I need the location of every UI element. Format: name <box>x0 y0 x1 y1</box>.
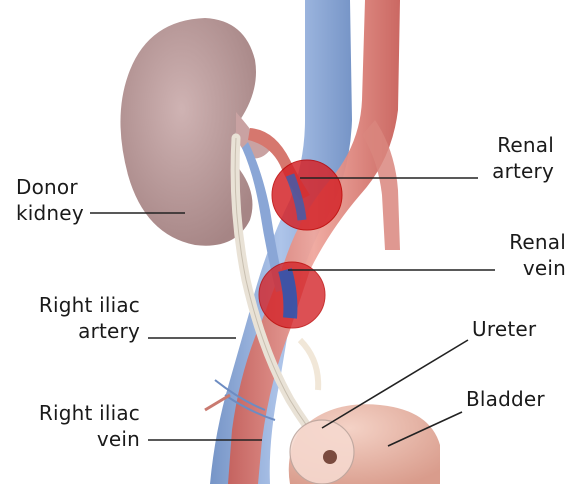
label-ureter: Ureter <box>472 316 536 342</box>
label-right-iliac-vein-line1: Right iliac <box>16 400 140 426</box>
label-renal-vein: Renal vein <box>490 229 566 281</box>
label-renal-artery: Renal artery <box>478 132 554 184</box>
label-donor-kidney: Donor kidney <box>16 174 84 226</box>
label-renal-artery-line2: artery <box>478 158 554 184</box>
label-right-iliac-vein-line2: vein <box>16 426 140 452</box>
label-right-iliac-artery: Right iliac artery <box>16 292 140 344</box>
label-right-iliac-vein: Right iliac vein <box>16 400 140 452</box>
renal-artery-anastomosis <box>272 160 342 230</box>
label-renal-vein-line2: vein <box>490 255 566 281</box>
label-renal-vein-line1: Renal <box>490 229 566 255</box>
label-right-iliac-artery-line1: Right iliac <box>16 292 140 318</box>
label-renal-artery-line1: Renal <box>478 132 554 158</box>
label-bladder: Bladder <box>466 386 545 412</box>
ureter-bladder-anastomosis <box>290 420 354 484</box>
label-right-iliac-artery-line2: artery <box>16 318 140 344</box>
label-donor-kidney-line1: Donor <box>16 174 84 200</box>
label-donor-kidney-line2: kidney <box>16 200 84 226</box>
